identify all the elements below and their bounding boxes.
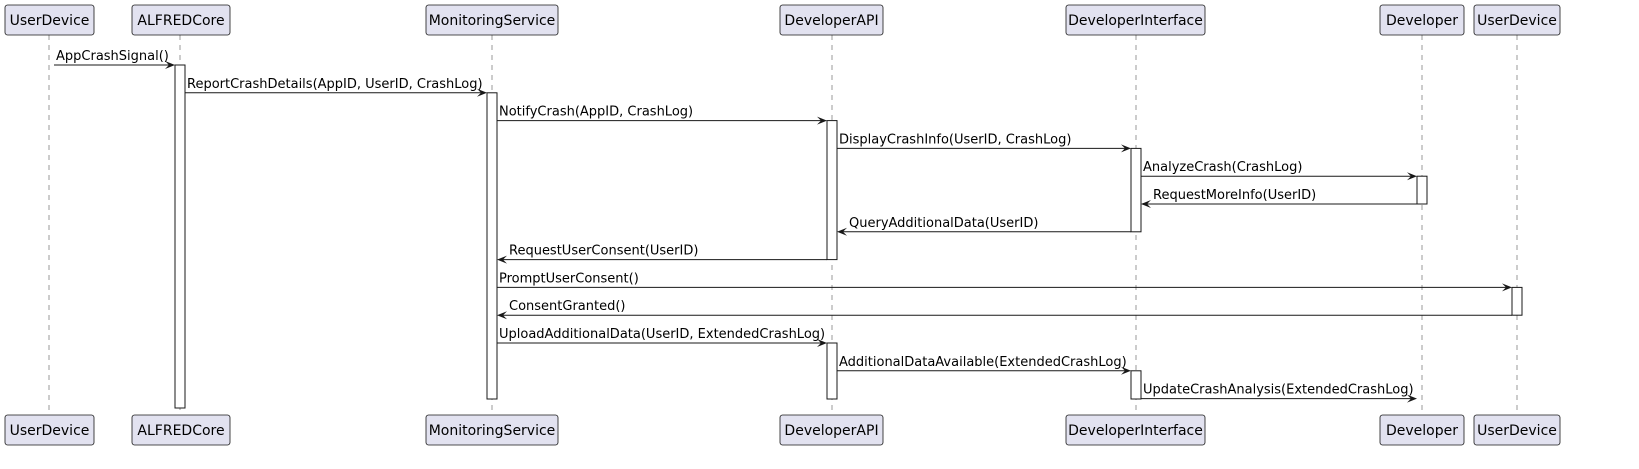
participant-box: [1065, 4, 1206, 36]
participant-box: [4, 4, 95, 36]
message-3: NotifyCrash(AppID, CrashLog): [497, 105, 827, 125]
participant-devapi-bottom: DeveloperAPI: [779, 414, 884, 446]
participant-label: DeveloperInterface: [1068, 13, 1203, 29]
participant-box: [1473, 414, 1561, 446]
participants-bottom-row: UserDevice ALFREDCore MonitoringService Dev…: [4, 414, 1561, 446]
participant-dev-bottom: Developer: [1379, 414, 1465, 446]
participant-box: [131, 4, 231, 36]
message-label: ConsentGranted(): [509, 299, 626, 314]
message-label: NotifyCrash(AppID, CrashLog): [499, 105, 693, 120]
activation-bar-devapi: [826, 342, 838, 400]
arrowhead-icon: [1502, 283, 1512, 292]
message-label: PromptUserConsent(): [499, 271, 639, 286]
message-label: AdditionalDataAvailable(ExtendedCrashLog…: [839, 355, 1127, 370]
activations-layer: [174, 64, 1523, 409]
message-label: ReportCrashDetails(AppID, UserID, CrashL…: [187, 77, 483, 92]
participant-box: [1379, 414, 1465, 446]
participant-box: [425, 4, 559, 36]
arrowhead-icon: [1141, 200, 1151, 208]
participant-user1-bottom: UserDevice: [4, 414, 95, 446]
participant-label: UserDevice: [1477, 423, 1557, 439]
arrowhead-icon: [1407, 172, 1417, 181]
message-label: AppCrashSignal(): [56, 49, 169, 64]
arrowhead-icon: [497, 311, 507, 320]
participant-label: UserDevice: [10, 13, 90, 29]
participant-label: DeveloperAPI: [784, 423, 878, 439]
participant-devui-bottom: DeveloperInterface: [1065, 414, 1206, 446]
participant-box: [4, 414, 95, 446]
participant-user2-top: UserDevice: [1473, 4, 1561, 36]
message-label: UploadAdditionalData(UserID, ExtendedCra…: [499, 327, 825, 342]
activation-bar-dev: [1416, 175, 1428, 205]
activation-bar-alfred: [174, 64, 186, 409]
message-13: UpdateCrashAnalysis(ExtendedCrashLog): [1141, 383, 1417, 403]
arrowhead-icon: [837, 227, 847, 236]
participant-box: [1473, 4, 1561, 36]
participant-label: ALFREDCore: [137, 423, 224, 439]
participant-devapi-top: DeveloperAPI: [779, 4, 884, 36]
participant-label: MonitoringService: [429, 13, 556, 29]
message-4: DisplayCrashInfo(UserID, CrashLog): [837, 132, 1131, 153]
message-12: AdditionalDataAvailable(ExtendedCrashLog…: [837, 355, 1131, 375]
participant-user1-top: UserDevice: [4, 4, 95, 36]
participant-label: UserDevice: [1477, 13, 1557, 29]
arrowhead-icon: [1121, 366, 1131, 375]
message-label: RequestMoreInfo(UserID): [1153, 188, 1316, 203]
activation-bar-devapi: [826, 120, 838, 261]
message-label: UpdateCrashAnalysis(ExtendedCrashLog): [1143, 383, 1414, 398]
participant-label: ALFREDCore: [137, 13, 224, 29]
message-5: AnalyzeCrash(CrashLog): [1141, 160, 1417, 181]
participant-box: [1065, 414, 1206, 446]
participant-devui-top: DeveloperInterface: [1065, 4, 1206, 36]
participant-box: [779, 4, 884, 36]
participant-user2-bottom: UserDevice: [1473, 414, 1561, 446]
arrowhead-icon: [817, 339, 827, 347]
participant-box: [131, 414, 231, 446]
message-6: RequestMoreInfo(UserID): [1141, 188, 1417, 208]
message-9: PromptUserConsent(): [497, 271, 1512, 292]
message-11: UploadAdditionalData(UserID, ExtendedCra…: [497, 327, 827, 347]
arrowhead-icon: [1407, 394, 1417, 403]
arrowhead-icon: [477, 88, 487, 97]
messages-layer: AppCrashSignal() ReportCrashDetails(AppID…: [54, 49, 1512, 403]
participant-box: [1379, 4, 1465, 36]
participant-label: Developer: [1386, 423, 1458, 439]
activation-bar-monitor: [486, 92, 498, 400]
participant-monitor-bottom: MonitoringService: [425, 414, 559, 446]
message-8: RequestUserConsent(UserID): [497, 244, 827, 264]
activation-bar-devui: [1130, 370, 1142, 400]
arrowhead-icon: [497, 255, 507, 264]
participant-label: DeveloperInterface: [1068, 423, 1203, 439]
participant-label: Developer: [1386, 13, 1458, 29]
arrowhead-icon: [165, 61, 175, 69]
participants-top-row: UserDevice ALFREDCore MonitoringService Dev…: [4, 4, 1561, 36]
message-10: ConsentGranted(): [497, 299, 1512, 320]
arrowhead-icon: [817, 116, 827, 125]
participant-label: DeveloperAPI: [784, 13, 878, 29]
message-7: QueryAdditionalData(UserID): [837, 216, 1131, 236]
participant-label: MonitoringService: [429, 423, 556, 439]
participant-alfred-bottom: ALFREDCore: [131, 414, 231, 446]
message-2: ReportCrashDetails(AppID, UserID, CrashL…: [185, 77, 487, 97]
message-1: AppCrashSignal(): [54, 49, 175, 69]
participant-alfred-top: ALFREDCore: [131, 4, 231, 36]
message-label: DisplayCrashInfo(UserID, CrashLog): [839, 132, 1071, 147]
participant-monitor-top: MonitoringService: [425, 4, 559, 36]
participant-box: [425, 414, 559, 446]
lifelines-layer: [48, 35, 1518, 415]
message-label: AnalyzeCrash(CrashLog): [1143, 160, 1302, 175]
participant-label: UserDevice: [10, 423, 90, 439]
message-label: QueryAdditionalData(UserID): [849, 216, 1038, 231]
arrowhead-icon: [1121, 144, 1131, 153]
participant-box: [779, 414, 884, 446]
activation-bar-user2: [1511, 286, 1523, 316]
message-label: RequestUserConsent(UserID): [509, 244, 698, 259]
activation-bar-devui: [1130, 147, 1142, 233]
participant-dev-top: Developer: [1379, 4, 1465, 36]
